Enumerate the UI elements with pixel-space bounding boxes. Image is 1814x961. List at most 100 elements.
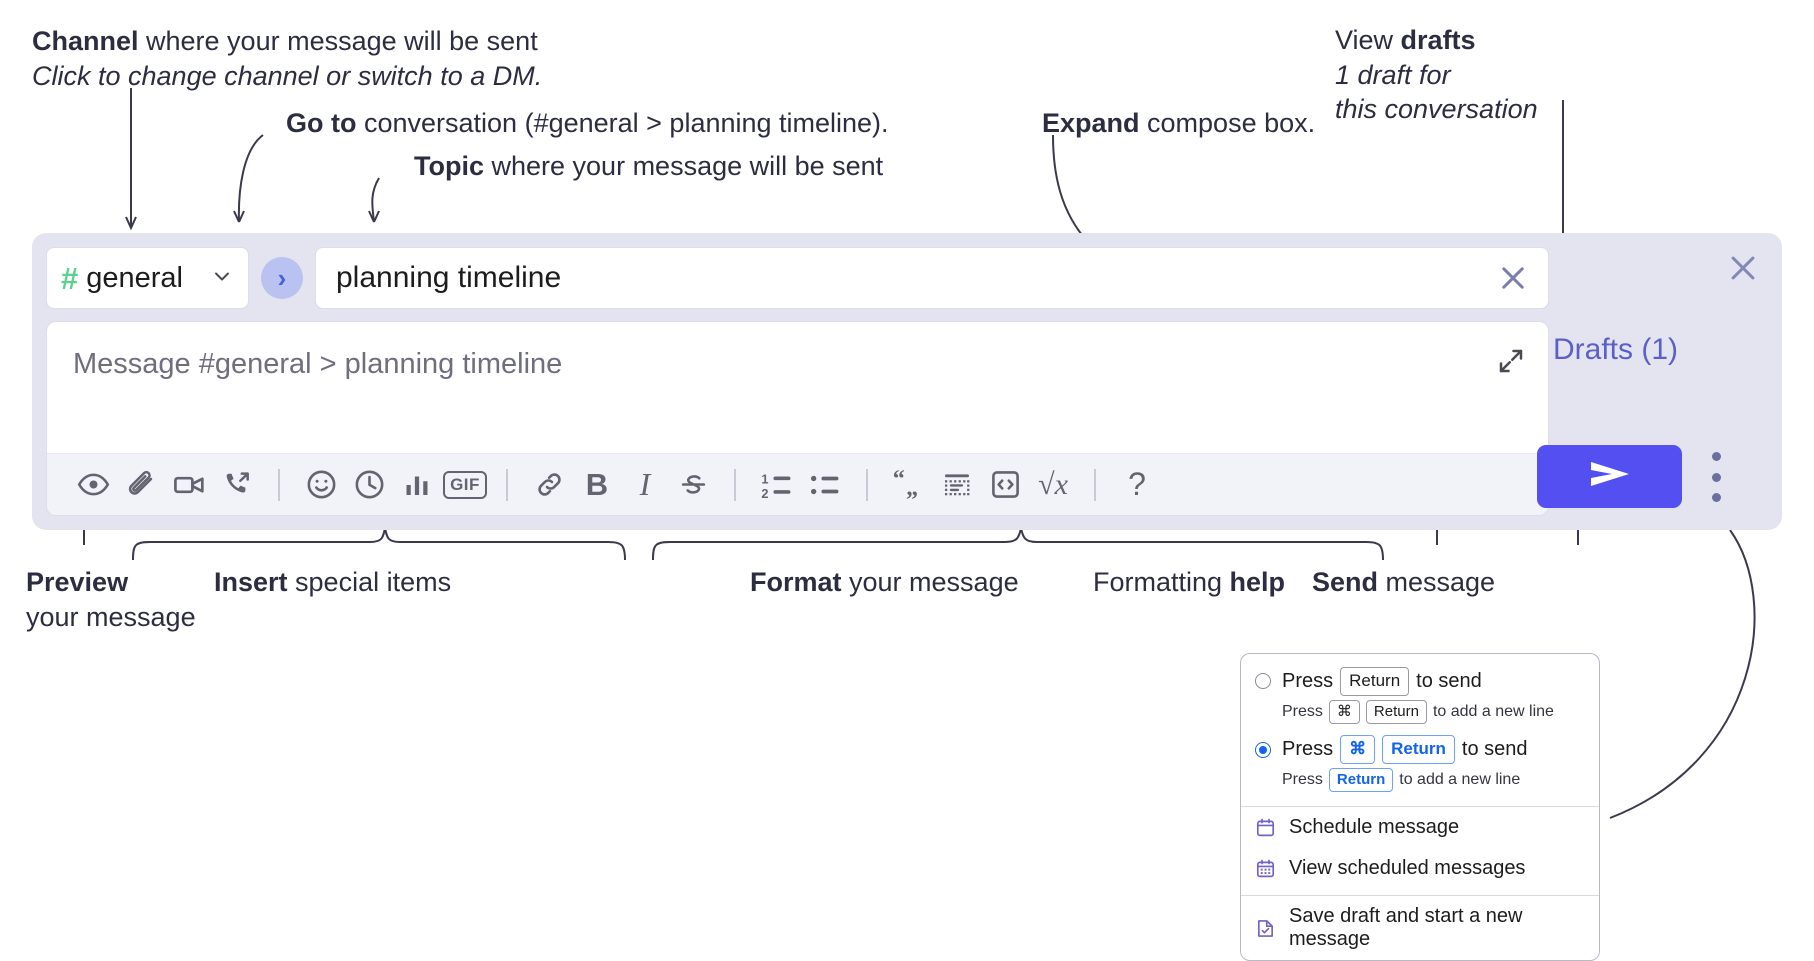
close-compose-icon[interactable] xyxy=(1726,251,1760,285)
toolbar-separator xyxy=(734,468,736,501)
menu-option-return-to-send[interactable]: Press Return to send xyxy=(1241,664,1599,697)
key-return: Return xyxy=(1382,735,1455,765)
key-return: Return xyxy=(1328,768,1394,793)
option1-sub-pre: Press xyxy=(1282,703,1323,721)
menu-item-view-scheduled-messages[interactable]: View scheduled messages xyxy=(1241,848,1599,889)
annotation-goto-rest: conversation (#general > planning timeli… xyxy=(356,108,889,138)
radio-selected-icon[interactable] xyxy=(1255,741,1271,758)
annotation-send-bold: Send xyxy=(1312,567,1379,597)
option2-text: Press ⌘ Return to send xyxy=(1282,735,1528,765)
menu-option-cmd-return-to-send[interactable]: Press ⌘ Return to send xyxy=(1241,732,1599,765)
annotation-drafts-line3: this conversation xyxy=(1335,94,1538,125)
annotation-drafts-pre: View xyxy=(1335,25,1401,55)
toolbar-separator xyxy=(506,468,508,501)
annotation-send-rest: message xyxy=(1378,567,1496,597)
inline-code-icon[interactable] xyxy=(981,463,1029,507)
send-paper-plane-icon xyxy=(1587,457,1633,496)
menu-item-save-draft[interactable]: Save draft and start a new message xyxy=(1241,896,1599,960)
compose-options-button[interactable] xyxy=(1705,452,1727,502)
annotation-preview: Preview your message xyxy=(26,565,196,634)
annotation-topic: Topic where your message will be sent xyxy=(414,149,883,184)
annotation-drafts-line2: 1 draft for xyxy=(1335,59,1451,90)
svg-text:“: “ xyxy=(893,468,905,492)
bold-icon[interactable]: B xyxy=(573,463,621,507)
code-block-icon[interactable] xyxy=(933,463,981,507)
drafts-link[interactable]: Drafts (1) xyxy=(1553,333,1679,366)
toolbar-separator xyxy=(866,468,868,501)
poll-icon[interactable] xyxy=(393,463,441,507)
italic-icon[interactable]: I xyxy=(621,463,669,507)
chevron-right-icon: › xyxy=(277,262,287,293)
option2-sub-pre: Press xyxy=(1282,771,1323,789)
message-input-area[interactable]: Message #general > planning timeline xyxy=(46,321,1549,516)
menu-item-label: View scheduled messages xyxy=(1289,857,1526,880)
gif-icon[interactable]: GIF xyxy=(441,463,489,507)
annotation-help-pre: Formatting xyxy=(1093,567,1230,597)
link-icon[interactable] xyxy=(525,463,573,507)
annotation-channel-bold: Channel xyxy=(32,26,139,56)
svg-text:2: 2 xyxy=(761,485,768,500)
attachment-icon[interactable] xyxy=(117,463,165,507)
compose-options-menu: Press Return to send Press ⌘ Return to a… xyxy=(1240,653,1600,961)
kebab-dot xyxy=(1711,472,1721,482)
chevron-down-icon xyxy=(210,264,234,293)
save-draft-icon xyxy=(1255,918,1276,939)
annotation-help-bold: help xyxy=(1229,567,1286,597)
annotation-goto-bold: Go to xyxy=(286,108,357,138)
option1-text: Press Return to send xyxy=(1282,667,1482,696)
option1-pre: Press xyxy=(1282,669,1334,692)
emoji-icon[interactable] xyxy=(297,463,345,507)
math-label: √x xyxy=(1038,467,1068,501)
bold-label: B xyxy=(585,466,609,502)
option1-post: to send xyxy=(1416,669,1482,692)
clear-topic-icon[interactable] xyxy=(1496,261,1530,295)
annotation-topic-rest: where your message will be sent xyxy=(484,151,884,181)
expand-compose-icon[interactable] xyxy=(1496,346,1526,376)
gif-label: GIF xyxy=(443,470,487,499)
kebab-dot xyxy=(1711,452,1721,461)
annotation-insert: Insert special items xyxy=(214,565,451,600)
menu-item-schedule-message[interactable]: Schedule message xyxy=(1241,807,1599,848)
annotation-drafts: View drafts 1 draft for this conversatio… xyxy=(1335,23,1538,127)
menu-item-label: Schedule message xyxy=(1289,816,1460,839)
send-button[interactable] xyxy=(1537,445,1682,508)
radio-unselected-icon[interactable] xyxy=(1255,673,1271,690)
annotation-channel-rest: where your message will be sent xyxy=(138,26,538,56)
preview-icon[interactable] xyxy=(69,463,117,507)
blockquote-icon[interactable]: “„ xyxy=(885,463,933,507)
formatting-help-icon[interactable]: ? xyxy=(1113,463,1161,507)
topic-input[interactable]: planning timeline xyxy=(315,247,1549,309)
audio-clip-icon[interactable] xyxy=(213,463,261,507)
annotation-expand: Expand compose box. xyxy=(1042,106,1315,141)
annotation-insert-rest: special items xyxy=(287,567,452,597)
key-command: ⌘ xyxy=(1340,735,1376,765)
annotation-channel-italic: Click to change channel or switch to a D… xyxy=(32,60,543,91)
option2-post: to send xyxy=(1461,738,1528,761)
annotation-format-rest: your message xyxy=(841,567,1019,597)
hash-icon: # xyxy=(61,260,78,296)
annotation-preview-bold: Preview xyxy=(26,567,129,597)
compose-box: # general › planning timeline Message #g… xyxy=(32,233,1782,530)
topic-value: planning timeline xyxy=(336,261,562,294)
compose-header-row: # general › planning timeline xyxy=(46,247,1549,309)
video-icon[interactable] xyxy=(165,463,213,507)
svg-text:„: „ xyxy=(906,474,918,500)
compose-inner: # general › planning timeline Message #g… xyxy=(46,247,1549,516)
annotation-help: Formatting help xyxy=(1093,565,1285,600)
annotation-topic-bold: Topic xyxy=(414,151,484,181)
option1-sub-post: to add a new line xyxy=(1432,703,1554,721)
strikethrough-icon[interactable] xyxy=(669,463,717,507)
italic-label: I xyxy=(639,466,651,502)
annotation-insert-bold: Insert xyxy=(214,567,288,597)
message-placeholder: Message #general > planning timeline xyxy=(73,348,563,380)
bulleted-list-icon[interactable] xyxy=(801,463,849,507)
annotation-format: Format your message xyxy=(750,565,1019,600)
reminder-clock-icon[interactable] xyxy=(345,463,393,507)
channel-picker[interactable]: # general xyxy=(46,247,249,309)
annotation-expand-rest: compose box. xyxy=(1139,108,1316,138)
math-icon[interactable]: √x xyxy=(1029,463,1077,507)
goto-conversation-button[interactable]: › xyxy=(261,257,303,299)
option1-subtext: Press ⌘ Return to add a new line xyxy=(1241,697,1599,732)
